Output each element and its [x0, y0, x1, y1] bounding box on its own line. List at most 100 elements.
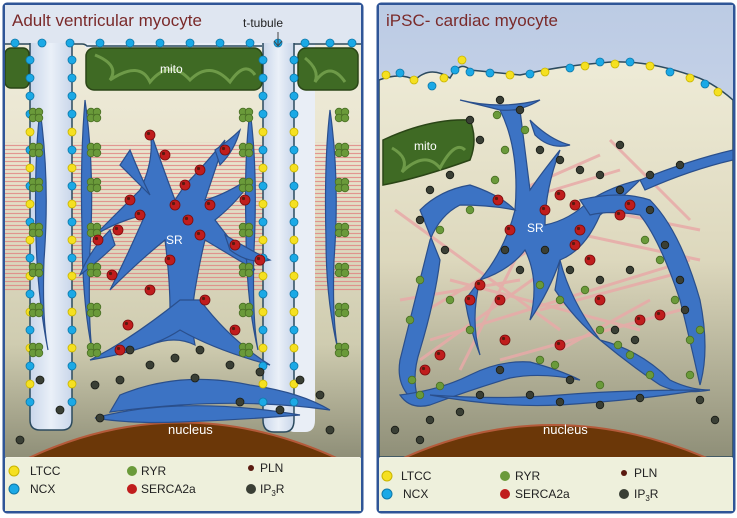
ryr-marker: [595, 325, 605, 335]
serca-marker: [199, 294, 211, 306]
ncx-marker: [395, 68, 405, 78]
ip3r-marker: [540, 245, 550, 255]
serca-marker: [144, 284, 156, 296]
left-legend-box: [5, 458, 361, 511]
ip3r-marker: [630, 335, 640, 345]
ltcc-marker: [67, 163, 77, 173]
ncx-marker: [67, 361, 77, 371]
ltcc-marker: [289, 271, 299, 281]
ncx-marker: [67, 181, 77, 191]
ltcc-marker: [289, 127, 299, 137]
ncx-marker: [289, 289, 299, 299]
ncx-marker: [258, 289, 268, 299]
serca-marker-pln: [136, 211, 141, 216]
ltcc-marker: [289, 379, 299, 389]
legend-ryr-label-right: RYR: [515, 469, 540, 483]
ip3r-marker: [475, 135, 485, 145]
ryr-marker: [340, 183, 350, 193]
ip3r-marker: [425, 185, 435, 195]
ltcc-marker: [439, 73, 449, 83]
left-legend: LTCC NCX RYR SERCA2a PLN IP3R: [8, 461, 285, 498]
ltcc-marker: [685, 73, 695, 83]
ip3r-marker: [440, 245, 450, 255]
serca-marker-pln: [94, 236, 99, 241]
legend-serca-label-right: SERCA2a: [515, 487, 570, 501]
ltcc-marker: [610, 59, 620, 69]
serca-marker-pln: [231, 326, 236, 331]
ryr-marker: [244, 148, 254, 158]
right-panel-title: iPSC- cardiac myocyte: [386, 11, 558, 30]
ncx-marker: [665, 67, 675, 77]
serca-marker-pln: [616, 211, 621, 216]
left-nucleus-label: nucleus: [168, 422, 213, 437]
ip3r-marker: [115, 375, 125, 385]
ncx-marker: [289, 55, 299, 65]
ip3r-marker: [495, 95, 505, 105]
ltcc-marker: [67, 343, 77, 353]
ltcc-marker: [457, 55, 467, 65]
serca-marker: [114, 344, 126, 356]
ip3r-marker: [495, 365, 505, 375]
ncx-marker: [65, 38, 75, 48]
ip3r-marker: [190, 373, 200, 383]
ncx-legend-icon: [381, 488, 393, 500]
ryr-marker: [550, 360, 560, 370]
right-legend: LTCC NCX RYR SERCA2a PLN IP3R: [381, 466, 659, 503]
ncx-marker: [289, 397, 299, 407]
ryr-marker: [500, 145, 510, 155]
ncx-marker: [125, 38, 135, 48]
serca-marker: [594, 294, 606, 306]
right-protein-markers: [381, 55, 723, 445]
ryr-marker: [340, 113, 350, 123]
ncx-marker: [289, 325, 299, 335]
ncx-marker: [325, 38, 335, 48]
ncx-marker: [485, 68, 495, 78]
ip3r-marker: [315, 390, 325, 400]
ryr-marker: [435, 381, 445, 391]
serca-marker: [504, 224, 516, 236]
serca-marker-pln: [501, 336, 506, 341]
serca-marker: [229, 239, 241, 251]
serca-marker-pln: [196, 231, 201, 236]
ltcc-marker: [580, 61, 590, 71]
ncx-marker: [67, 91, 77, 101]
ncx-marker: [25, 325, 35, 335]
ncx-marker: [67, 73, 77, 83]
serca-marker: [654, 309, 666, 321]
ryr-marker: [407, 375, 417, 385]
ncx-marker: [289, 181, 299, 191]
ryr-marker: [685, 370, 695, 380]
ip3r-marker: [475, 390, 485, 400]
ncx-marker: [525, 69, 535, 79]
ip3r-marker: [415, 215, 425, 225]
ip3r-marker: [675, 275, 685, 285]
ryr-marker: [405, 315, 415, 325]
ryr-marker: [415, 390, 425, 400]
serca-marker: [134, 209, 146, 221]
legend-ncx-label: NCX: [30, 482, 55, 496]
serca-marker-pln: [114, 226, 119, 231]
ltcc-marker: [25, 127, 35, 137]
right-sr-label: SR: [527, 221, 544, 235]
ryr-marker: [492, 110, 502, 120]
ltcc-legend-icon: [8, 465, 20, 477]
serca-marker: [144, 129, 156, 141]
ip3r-marker: [565, 375, 575, 385]
left-protein-markers: [10, 38, 357, 445]
ncx-marker: [289, 91, 299, 101]
ip3r-legend-icon: [246, 484, 256, 494]
serca-marker: [254, 254, 266, 266]
ncx-marker: [25, 73, 35, 83]
serca-marker: [554, 339, 566, 351]
serca-marker: [112, 224, 124, 236]
serca-marker: [569, 199, 581, 211]
ip3r-marker: [55, 405, 65, 415]
ncx-marker: [258, 217, 268, 227]
ryr-marker: [92, 183, 102, 193]
pln-legend-icon: [248, 465, 254, 471]
ip3r-marker: [455, 407, 465, 417]
ltcc-marker: [540, 67, 550, 77]
ltcc-marker: [25, 199, 35, 209]
ncx-marker: [67, 289, 77, 299]
serca-marker-pln: [466, 296, 471, 301]
